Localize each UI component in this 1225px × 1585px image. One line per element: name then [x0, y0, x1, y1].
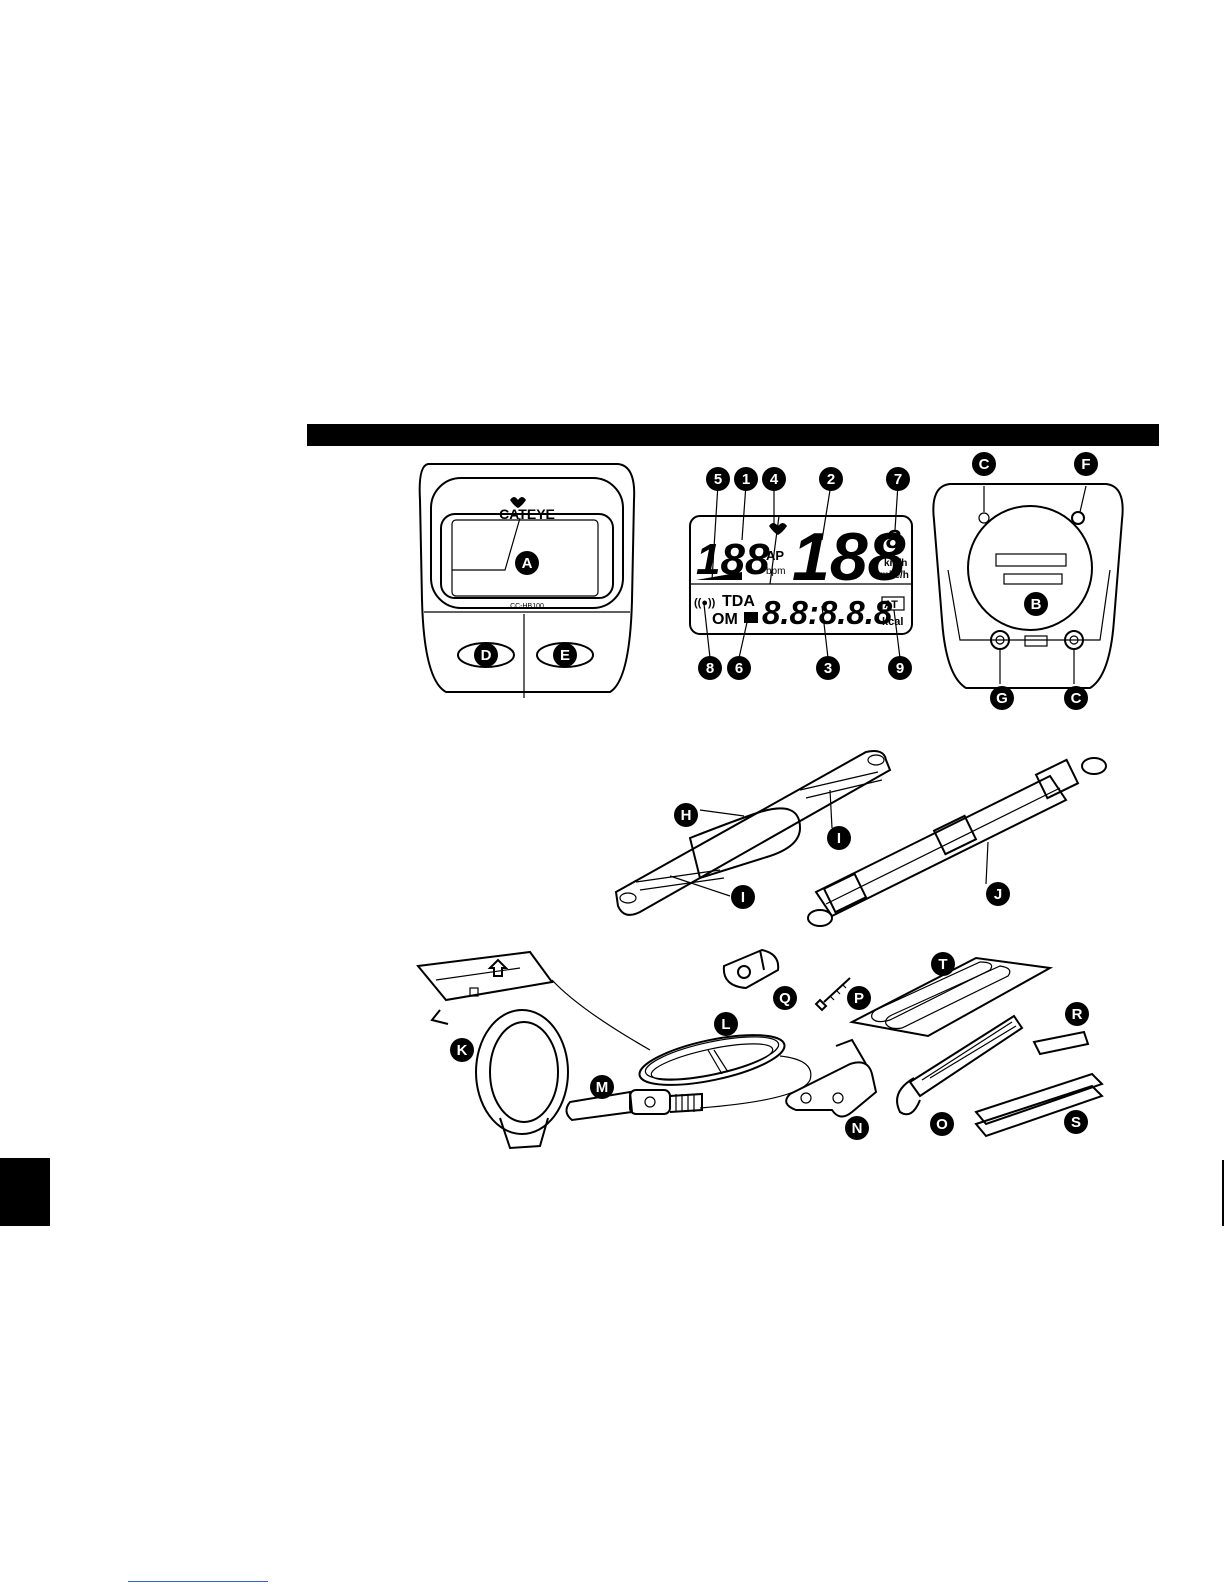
- callout-1: 1: [734, 467, 758, 491]
- lcd-om-label: OM: [712, 611, 738, 628]
- bracket-band-illustration: [786, 1040, 876, 1117]
- svg-text:D: D: [481, 647, 492, 664]
- callout-2: 2: [819, 467, 843, 491]
- callout-h: H: [674, 803, 698, 827]
- svg-text:K: K: [457, 1042, 468, 1059]
- callout-c-bottom: C: [1064, 686, 1088, 710]
- lcd-bpm-label: bpm: [766, 566, 785, 577]
- callout-3: 3: [816, 656, 840, 680]
- svg-text:C: C: [979, 456, 990, 473]
- callout-l: L: [714, 1012, 738, 1036]
- svg-text:P: P: [854, 990, 864, 1007]
- svg-text:9: 9: [896, 660, 904, 677]
- lcd-unit-mileh: mile/h: [880, 570, 909, 581]
- svg-text:T: T: [938, 956, 947, 973]
- callout-5: 5: [706, 467, 730, 491]
- svg-text:8: 8: [706, 660, 714, 677]
- svg-text:3: 3: [824, 660, 832, 677]
- callout-c-top: C: [972, 452, 996, 476]
- svg-text:L: L: [721, 1016, 730, 1033]
- lcd-ap-label: AP: [766, 548, 784, 563]
- callout-t: T: [931, 952, 955, 976]
- callout-7: 7: [886, 467, 910, 491]
- callout-m: M: [590, 1075, 614, 1099]
- callout-4: 4: [762, 467, 786, 491]
- lcd-tda-label: TDA: [722, 593, 755, 610]
- svg-text:H: H: [681, 807, 692, 824]
- computer-front-illustration: CATEYE CC-HB100: [420, 464, 635, 698]
- svg-text:F: F: [1081, 456, 1090, 473]
- callout-9: 9: [888, 656, 912, 680]
- magnet-illustration: [724, 950, 778, 988]
- callout-f: F: [1074, 452, 1098, 476]
- svg-text:5: 5: [714, 471, 722, 488]
- lcd-speed-small-digit: 8: [886, 524, 901, 554]
- svg-text:R: R: [1072, 1006, 1083, 1023]
- svg-text:4: 4: [770, 471, 779, 488]
- svg-text:C: C: [1071, 690, 1082, 707]
- callout-g: G: [990, 686, 1014, 710]
- elastic-strap-illustration: [808, 758, 1106, 926]
- nylon-tie-illustration: [897, 1016, 1022, 1114]
- svg-text:A: A: [522, 555, 533, 572]
- callout-q: Q: [773, 986, 797, 1010]
- lcd-at-label: AT: [884, 599, 898, 611]
- callout-d: D: [474, 643, 498, 667]
- svg-text:1: 1: [742, 471, 750, 488]
- lcd-kcal-label: kcal: [882, 616, 903, 628]
- lcd-display-illustration: 188 AP bpm 188 8 km/h mile/h ((●)) TDA O…: [690, 484, 912, 658]
- callout-o: O: [930, 1112, 954, 1136]
- svg-text:I: I: [837, 830, 841, 847]
- callout-j: J: [986, 882, 1010, 906]
- svg-text:B: B: [1031, 596, 1042, 613]
- screw-illustration: [816, 978, 850, 1010]
- svg-text:E: E: [560, 647, 570, 664]
- rubber-pad-r-illustration: [1034, 1032, 1088, 1054]
- svg-text:N: N: [852, 1120, 863, 1137]
- lcd-unit-kmh: km/h: [884, 558, 907, 569]
- lcd-lower-digits: 8.8:8.8.8: [762, 594, 893, 631]
- callout-6: 6: [727, 656, 751, 680]
- callout-b: B: [1024, 592, 1048, 616]
- svg-text:7: 7: [894, 471, 902, 488]
- model-text: CC-HB100: [510, 603, 544, 610]
- callout-r: R: [1065, 1002, 1089, 1026]
- svg-text:M: M: [596, 1079, 609, 1096]
- computer-back-illustration: [933, 484, 1122, 688]
- callout-e: E: [553, 643, 577, 667]
- wire-sensor-illustration: [566, 1025, 810, 1120]
- svg-text:6: 6: [735, 660, 743, 677]
- svg-text:S: S: [1071, 1114, 1081, 1131]
- callout-s: S: [1064, 1110, 1088, 1134]
- svg-text:J: J: [994, 886, 1002, 903]
- callout-8: 8: [698, 656, 722, 680]
- brand-logo-text: CATEYE: [499, 506, 555, 522]
- svg-text:G: G: [996, 690, 1008, 707]
- callout-a: A: [515, 551, 539, 575]
- svg-text:2: 2: [827, 471, 835, 488]
- svg-text:O: O: [936, 1116, 948, 1133]
- lcd-envelope-icon: [744, 612, 758, 623]
- callout-i-right: I: [827, 826, 851, 850]
- callout-p: P: [847, 986, 871, 1010]
- callout-k: K: [450, 1038, 474, 1062]
- svg-text:Q: Q: [779, 990, 791, 1007]
- callout-n: N: [845, 1116, 869, 1140]
- svg-text:I: I: [741, 889, 745, 906]
- callout-i-left: I: [731, 885, 755, 909]
